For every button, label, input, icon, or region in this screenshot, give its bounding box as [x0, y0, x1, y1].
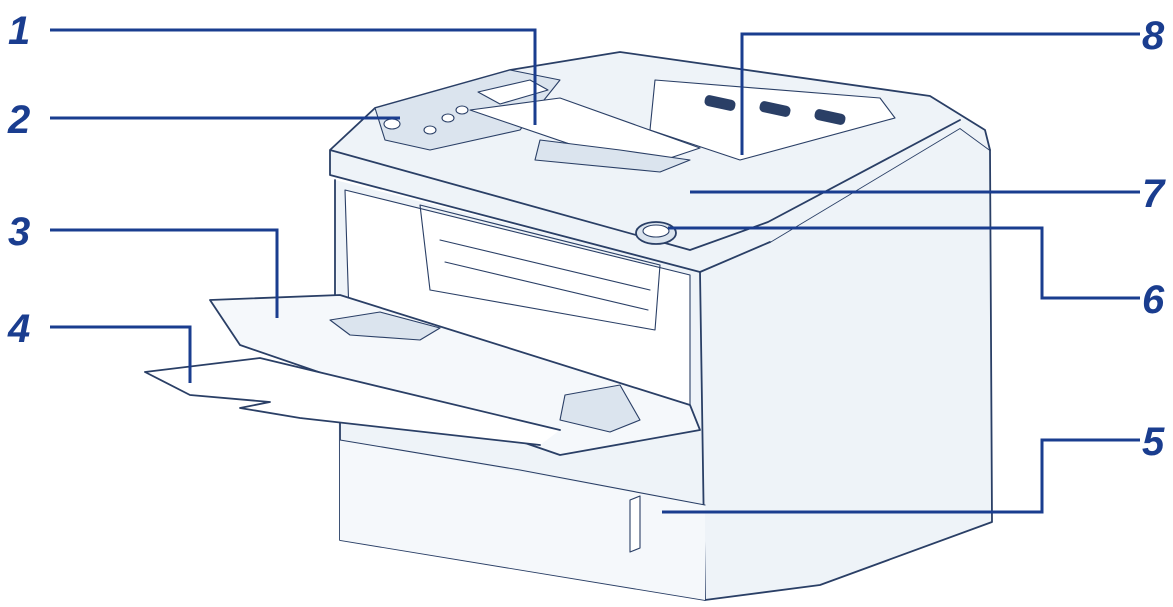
callout-number-6: 6	[1142, 278, 1165, 322]
control-panel-button	[423, 125, 437, 135]
mp-tray-extension-outline	[144, 357, 561, 446]
callout-number-7: 7	[1142, 172, 1166, 216]
leader-4	[50, 325, 192, 383]
mp-tray-extension	[145, 358, 560, 445]
callout-numbers: 1 2 3 4 5 6 7 8	[7, 9, 1166, 464]
leader-8	[740, 32, 1140, 155]
printer-illustration	[144, 51, 993, 601]
rear-rollers	[704, 95, 846, 125]
lcd-display	[477, 79, 549, 105]
leader-5	[662, 438, 1140, 514]
printer-side-panel	[700, 128, 992, 600]
callout-number-8: 8	[1142, 14, 1165, 58]
control-panel-button	[383, 118, 401, 130]
callout-number-2: 2	[7, 98, 30, 142]
output-tray-slot	[534, 139, 691, 173]
paper-tray-outline	[339, 439, 706, 506]
callout-leaders	[50, 28, 1140, 514]
callout-number-5: 5	[1142, 420, 1165, 464]
callout-number-3: 3	[8, 210, 30, 254]
paper-tray	[340, 440, 705, 600]
control-panel-button	[441, 113, 455, 123]
leader-3	[50, 228, 279, 318]
leader-6	[668, 226, 1140, 300]
mp-tray-paper-guide-right	[559, 384, 641, 433]
control-panel-button	[455, 105, 469, 115]
paper-tray-handle	[629, 495, 641, 553]
leader-1	[50, 28, 537, 125]
callout-number-4: 4	[7, 307, 30, 351]
mp-tray-paper-guide-left	[329, 311, 441, 341]
callout-number-1: 1	[8, 9, 30, 53]
control-panel-outline	[374, 69, 561, 151]
mp-tray-outline	[209, 294, 701, 456]
